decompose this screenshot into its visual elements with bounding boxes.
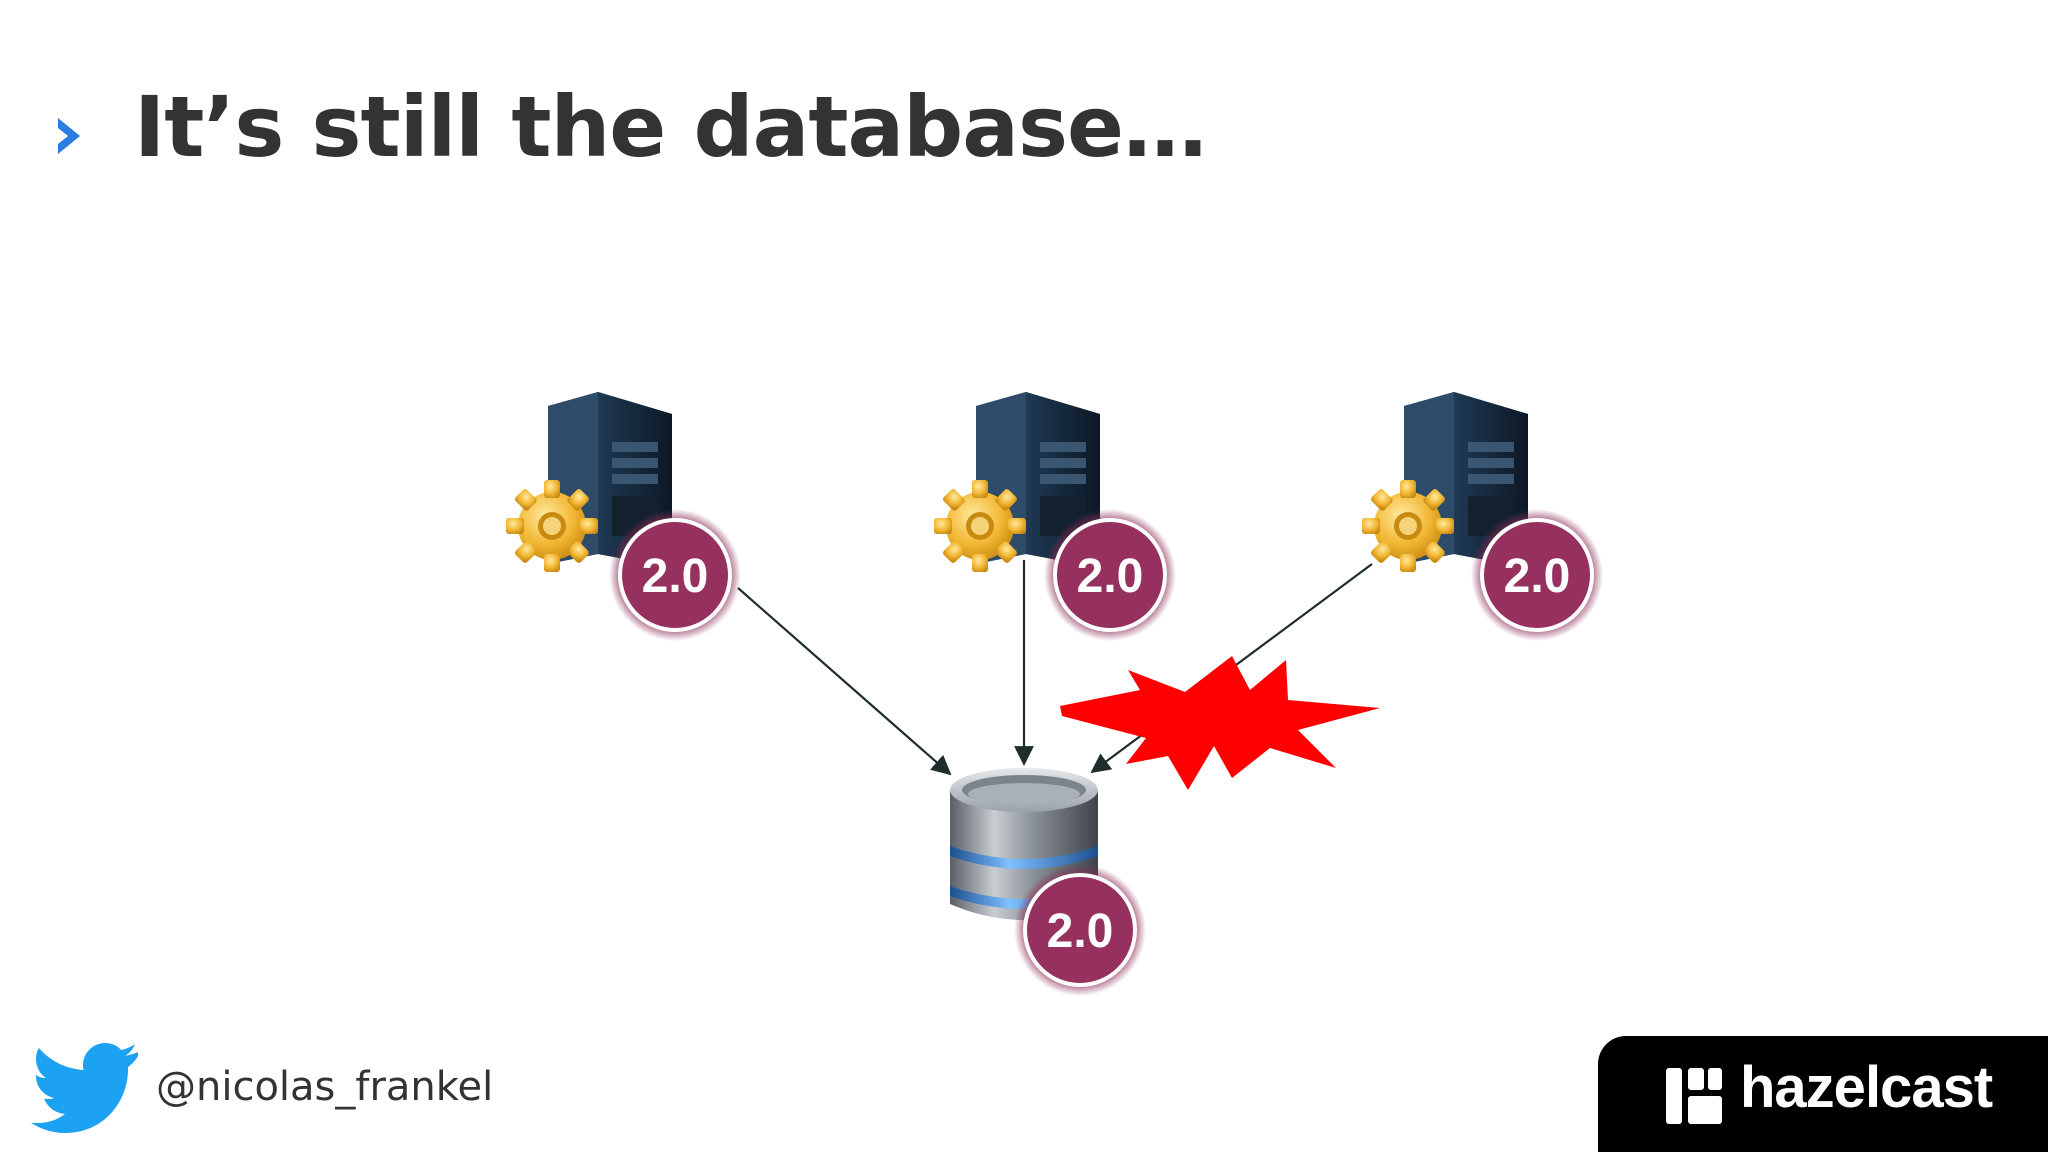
badge-label: 2.0 (642, 550, 709, 603)
chevron-right-icon (58, 118, 80, 154)
badge-label: 2.0 (1077, 550, 1144, 603)
explosion-icon (1060, 656, 1380, 790)
brand-name: hazelcast (1740, 1055, 1993, 1120)
twitter-handle[interactable]: @nicolas_frankel (156, 1064, 494, 1110)
hazelcast-brand: hazelcast (1598, 1036, 2048, 1152)
slide-title: It’s still the database… (134, 78, 1207, 176)
hazelcast-logo-icon (1666, 1068, 1722, 1124)
version-badge-database: 2.0 (1014, 864, 1146, 996)
gear-icon (1362, 480, 1454, 572)
arrow-server-1-to-db (737, 587, 952, 776)
badge-label: 2.0 (1504, 550, 1571, 603)
twitter-bird-icon (31, 1043, 138, 1133)
version-badge-server-2: 2.0 (1044, 509, 1176, 641)
version-badge-server-3: 2.0 (1471, 509, 1603, 641)
badge-label: 2.0 (1047, 905, 1114, 958)
gear-icon (934, 480, 1026, 572)
gear-icon (506, 480, 598, 572)
version-badge-server-1: 2.0 (609, 509, 741, 641)
